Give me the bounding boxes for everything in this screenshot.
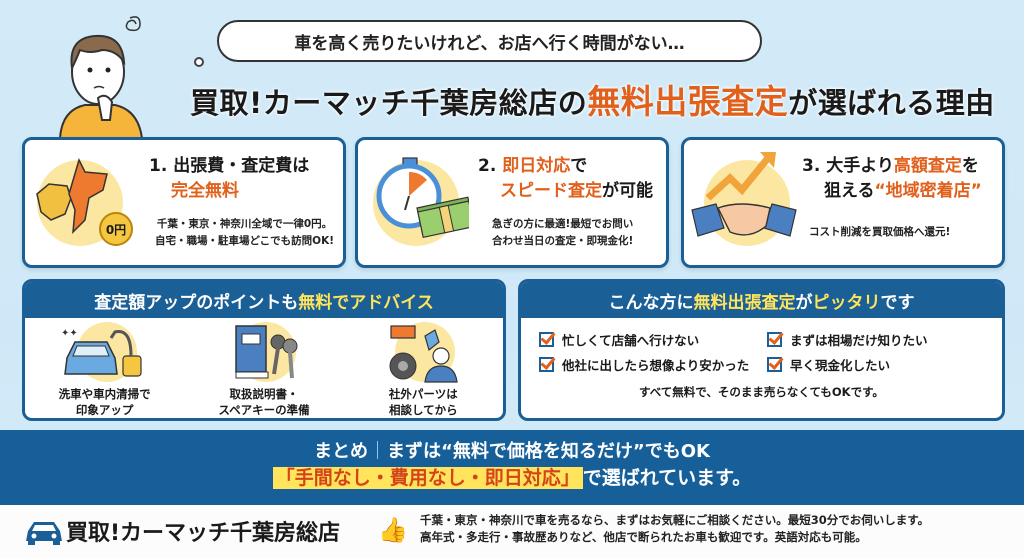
checkbox-checked-icon [767,332,782,347]
reason-title: 1. 出張費・査定費は 完全無料 [149,156,310,201]
tips-panel: 査定額アップのポイントも無料でアドバイス ✦✦ 洗車や車内清掃で 印象アップ [22,279,506,421]
summary-line2: で選ばれています。 [582,467,752,489]
reason-desc: 千葉・東京・神奈川全域で一律0円。 自宅・職場・駐車場どこでも訪問OK! [155,218,335,247]
handshake-icon [691,152,797,246]
fit-panel: こんな方に無料出張査定がピッタリです 忙しくて店舗へ行けない まずは相場だけ知り… [518,279,1005,421]
reason-card-free: 0円 1. 出張費・査定費は 完全無料 千葉・東京・神奈川全域で一律0円。 自宅… [22,137,346,268]
tip-item-manual-keys: 取扱説明書・ スペアキーの準備 [189,322,339,418]
title-prefix: 買取!カーマッチ千葉房総店の [190,86,588,120]
car-wash-icon: ✦✦ [55,322,155,384]
reason-title: 2. 即日対応で スピード査定が可能 [478,156,653,201]
summary-band: まとめまずは“無料で価格を知るだけ”でもOK 「手間なし・費用なし・即日対応」で… [0,430,1024,503]
divider [377,441,379,459]
checklist-item: 忙しくて店舗へ行けない [539,330,767,349]
stopwatch-money-icon [373,157,469,246]
reason-card-local: 3. 大手より高額査定を 狙える“地域密着店” コスト削減を買取価格へ還元! [681,137,1005,268]
title-suffix: が選ばれる理由 [788,86,995,120]
footer-text: 千葉・東京・神奈川で車を売るなら、まずはお気軽にご相談ください。最短30分でお伺… [420,513,930,544]
thought-bubble-dot [194,57,204,67]
summary-highlight: 「手間なし・費用なし・即日対応」 [272,467,583,489]
tips-panel-title: 査定額アップのポイントも無料でアドバイス [25,282,503,318]
checkbox-checked-icon [539,332,554,347]
thinking-person-illustration [50,10,150,139]
car-icon [24,519,64,545]
fit-panel-note: すべて無料で、そのまま売らなくてもOKです。 [639,385,884,399]
zero-yen-badge: 0円 [99,212,133,246]
store-name: 買取!カーマッチ千葉房総店 [66,521,341,546]
fit-panel-title: こんな方に無料出張査定がピッタリです [521,282,1002,318]
thumbs-up-icon: 👍 [378,516,408,544]
reason-title: 3. 大手より高額査定を 狙える“地域密着店” [802,156,982,201]
title-highlight: 無料出張査定 [587,82,789,121]
car-parts-icon [373,322,473,384]
page-title: 買取!カーマッチ千葉房総店の 無料出張査定 が選ばれる理由 [190,75,994,125]
tip-item-car-parts: 社外パーツは 相談してから [348,322,498,418]
summary-label: まとめ [314,441,369,462]
summary-line1: まずは“無料で価格を知るだけ”でもOK [387,441,710,462]
checkbox-checked-icon [767,357,782,372]
reason-desc: コスト削減を買取価格へ還元! [809,226,951,238]
tip-item-car-wash: ✦✦ 洗車や車内清掃で 印象アップ [30,322,180,418]
map-icon: 0円 [36,157,133,246]
checkbox-checked-icon [539,357,554,372]
checklist-item: 早く現金化したい [767,355,967,374]
reason-desc: 急ぎの方に最適!最短でお問い 合わせ当日の査定・即現金化! [492,218,634,247]
checklist-item: 他社に出したら想像より安かった [539,355,767,374]
manual-keys-icon [214,322,314,384]
checklist: 忙しくて店舗へ行けない まずは相場だけ知りたい 他社に出したら想像より安かった … [521,318,1002,374]
svg-text:✦✦: ✦✦ [61,328,78,339]
thought-bubble: 車を高く売りたいけれど、お店へ行く時間がない… [217,20,762,62]
footer: 買取!カーマッチ千葉房総店 👍 千葉・東京・神奈川で車を売るなら、まずはお気軽に… [0,503,1024,558]
reason-card-speed: 2. 即日対応で スピード査定が可能 急ぎの方に最適!最短でお問い 合わせ当日の… [355,137,669,268]
checklist-item: まずは相場だけ知りたい [767,330,967,349]
